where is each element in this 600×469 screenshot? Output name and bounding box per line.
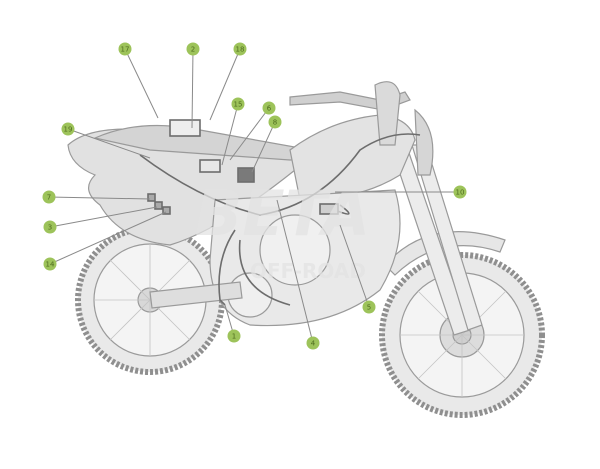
leader-line (191, 48, 194, 129)
leader-line (276, 199, 314, 344)
callout-label: 8 (273, 119, 277, 127)
leader-line (49, 211, 167, 265)
svg-text:OFF-ROAD: OFF-ROAD (250, 259, 366, 283)
callout-1[interactable]: 1 (227, 329, 241, 343)
headlight (414, 108, 434, 176)
leader-line (221, 103, 239, 166)
callout-marker (42, 190, 56, 204)
callout-label: 6 (267, 105, 272, 113)
leader-line (67, 128, 151, 159)
callout-label: 18 (236, 46, 245, 54)
callout-label: 1 (232, 333, 236, 341)
callout-marker (268, 115, 282, 129)
callout-marker (227, 329, 241, 343)
callout-marker (43, 220, 57, 234)
leader-line (124, 48, 159, 119)
leader-line (209, 48, 241, 121)
callout-3[interactable]: 3 (43, 220, 57, 234)
callout-marker (262, 101, 276, 115)
callout-marker (186, 42, 200, 56)
callout-label: 17 (121, 46, 130, 54)
callout-label: 15 (234, 101, 243, 109)
callout-marker (61, 122, 75, 136)
callout-label: 19 (64, 126, 73, 134)
leader-line (48, 196, 151, 200)
callout-label: 4 (311, 340, 316, 348)
callout-marker (231, 97, 245, 111)
callout-18[interactable]: 18 (233, 42, 247, 56)
wiring-harness (139, 119, 421, 306)
callout-label: 3 (48, 224, 52, 232)
callout-2[interactable]: 2 (186, 42, 200, 56)
callout-marker (118, 42, 132, 56)
svg-text:BETA: BETA (195, 177, 370, 250)
callout-label: 2 (191, 46, 195, 54)
callout-4[interactable]: 4 (306, 336, 320, 350)
leader-line (49, 206, 158, 228)
leader-line (339, 224, 370, 308)
callout-15[interactable]: 15 (231, 97, 245, 111)
front-fender (384, 231, 506, 276)
callout-8[interactable]: 8 (268, 115, 282, 129)
leader-line (229, 107, 270, 161)
callout-label: 7 (47, 194, 51, 202)
callout-label: 10 (456, 189, 465, 197)
leader-line (251, 121, 276, 173)
callout-14[interactable]: 14 (43, 257, 57, 271)
callout-label: 5 (367, 304, 371, 312)
callout-label: 14 (46, 261, 55, 269)
callout-marker (43, 257, 57, 271)
callout-marker (453, 185, 467, 199)
callout-6[interactable]: 6 (262, 101, 276, 115)
callout-7[interactable]: 7 (42, 190, 56, 204)
callout-5[interactable]: 5 (362, 300, 376, 314)
callout-10[interactable]: 10 (453, 185, 467, 199)
callout-19[interactable]: 19 (61, 122, 75, 136)
callout-17[interactable]: 17 (118, 42, 132, 56)
callout-marker (362, 300, 376, 314)
callout-marker (306, 336, 320, 350)
watermark-logo: BETA OFF-ROAD (195, 177, 370, 283)
callout-marker (233, 42, 247, 56)
